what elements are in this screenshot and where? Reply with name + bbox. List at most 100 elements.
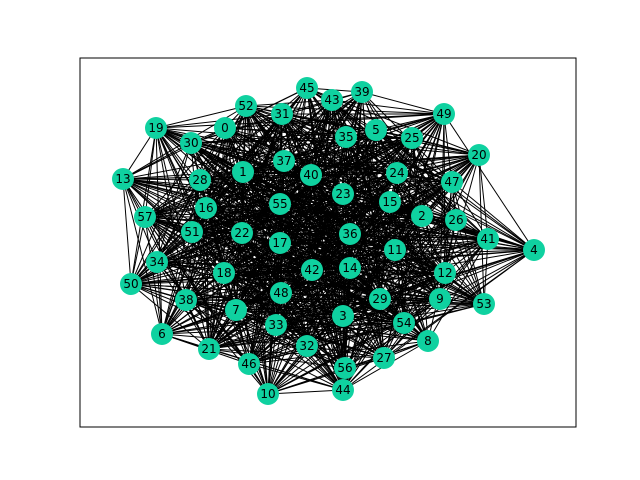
node-label-2: 2 xyxy=(418,209,426,223)
edge-34-42 xyxy=(156,261,313,271)
edge-29-39 xyxy=(361,91,381,300)
node-circle-1 xyxy=(232,161,254,183)
node-2: 2 xyxy=(411,205,433,227)
node-circle-5 xyxy=(365,119,387,141)
edge-40-44 xyxy=(310,174,344,391)
node-label-39: 39 xyxy=(354,85,369,99)
node-label-51: 51 xyxy=(184,225,199,239)
edge-31-57 xyxy=(144,113,283,218)
edge-43-52 xyxy=(245,99,333,107)
edge-41-44 xyxy=(342,238,489,391)
edge-19-50 xyxy=(130,127,157,285)
edge-44-46 xyxy=(248,363,344,391)
node-circle-35 xyxy=(335,126,357,148)
node-circle-33 xyxy=(265,314,287,336)
node-14: 14 xyxy=(339,257,361,279)
node-label-50: 50 xyxy=(123,277,138,291)
node-circle-52 xyxy=(235,95,257,117)
edge-39-55 xyxy=(279,91,363,205)
edge-42-57 xyxy=(144,216,313,271)
node-42: 42 xyxy=(301,259,323,281)
edge-15-43 xyxy=(331,99,391,203)
edge-41-47 xyxy=(451,181,489,240)
nodes-layer: 0123456789101112131415161718192021222324… xyxy=(112,77,545,405)
node-label-15: 15 xyxy=(382,195,397,209)
edge-30-37 xyxy=(190,142,285,162)
node-circle-6 xyxy=(151,323,173,345)
node-label-43: 43 xyxy=(324,93,339,107)
node-label-24: 24 xyxy=(389,166,404,180)
edge-29-42 xyxy=(311,269,381,300)
node-8: 8 xyxy=(417,330,439,352)
node-12: 12 xyxy=(434,262,456,284)
edge-17-57 xyxy=(144,216,281,244)
node-13: 13 xyxy=(112,168,134,190)
node-circle-48 xyxy=(270,282,292,304)
edge-38-55 xyxy=(185,203,281,301)
node-label-33: 33 xyxy=(268,318,283,332)
node-label-7: 7 xyxy=(232,303,240,317)
node-16: 16 xyxy=(195,197,217,219)
node-57: 57 xyxy=(134,206,156,228)
edge-47-53 xyxy=(451,181,485,305)
edge-22-31 xyxy=(241,113,283,234)
edge-4-47 xyxy=(451,181,535,251)
node-25: 25 xyxy=(401,127,423,149)
edge-14-33 xyxy=(275,267,351,326)
node-label-11: 11 xyxy=(387,243,402,257)
node-circle-16 xyxy=(195,197,217,219)
node-17: 17 xyxy=(269,232,291,254)
node-26: 26 xyxy=(445,209,467,231)
node-circle-34 xyxy=(146,251,168,273)
edge-33-44 xyxy=(275,324,344,391)
node-circle-57 xyxy=(134,206,156,228)
edge-28-52 xyxy=(199,105,247,181)
edge-27-52 xyxy=(245,105,385,359)
edge-51-55 xyxy=(191,203,281,233)
node-55: 55 xyxy=(269,193,291,215)
node-label-21: 21 xyxy=(201,342,216,356)
node-3: 3 xyxy=(332,305,354,327)
node-label-3: 3 xyxy=(339,309,347,323)
node-label-14: 14 xyxy=(342,261,357,275)
node-circle-2 xyxy=(411,205,433,227)
edge-32-38 xyxy=(185,299,308,347)
node-label-49: 49 xyxy=(436,107,451,121)
node-label-9: 9 xyxy=(436,292,444,306)
edge-28-34 xyxy=(156,179,201,263)
node-circle-42 xyxy=(301,259,323,281)
node-27: 27 xyxy=(373,347,395,369)
node-41: 41 xyxy=(477,228,499,250)
node-label-47: 47 xyxy=(444,175,459,189)
edge-38-48 xyxy=(185,292,282,301)
node-label-19: 19 xyxy=(148,121,163,135)
node-label-35: 35 xyxy=(338,130,353,144)
edge-43-49 xyxy=(331,99,445,115)
node-24: 24 xyxy=(386,162,408,184)
edge-4-44 xyxy=(342,249,535,391)
edge-26-46 xyxy=(248,219,457,365)
node-39: 39 xyxy=(351,81,373,103)
edge-40-57 xyxy=(144,174,312,218)
node-circle-8 xyxy=(417,330,439,352)
node-circle-30 xyxy=(180,132,202,154)
node-circle-32 xyxy=(296,335,318,357)
node-9: 9 xyxy=(429,288,451,310)
node-circle-31 xyxy=(271,103,293,125)
edge-50-54 xyxy=(130,283,405,324)
edge-55-56 xyxy=(279,203,346,369)
node-circle-7 xyxy=(225,299,247,321)
edge-37-49 xyxy=(283,113,445,162)
node-label-0: 0 xyxy=(221,121,229,135)
node-34: 34 xyxy=(146,251,168,273)
edge-36-51 xyxy=(191,231,351,235)
node-19: 19 xyxy=(145,117,167,139)
edge-26-42 xyxy=(311,219,457,271)
edge-48-57 xyxy=(144,216,282,294)
node-circle-44 xyxy=(332,379,354,401)
edge-36-41 xyxy=(349,233,489,240)
node-22: 22 xyxy=(231,222,253,244)
edge-37-48 xyxy=(280,160,285,294)
node-21: 21 xyxy=(198,338,220,360)
node-label-45: 45 xyxy=(299,81,314,95)
